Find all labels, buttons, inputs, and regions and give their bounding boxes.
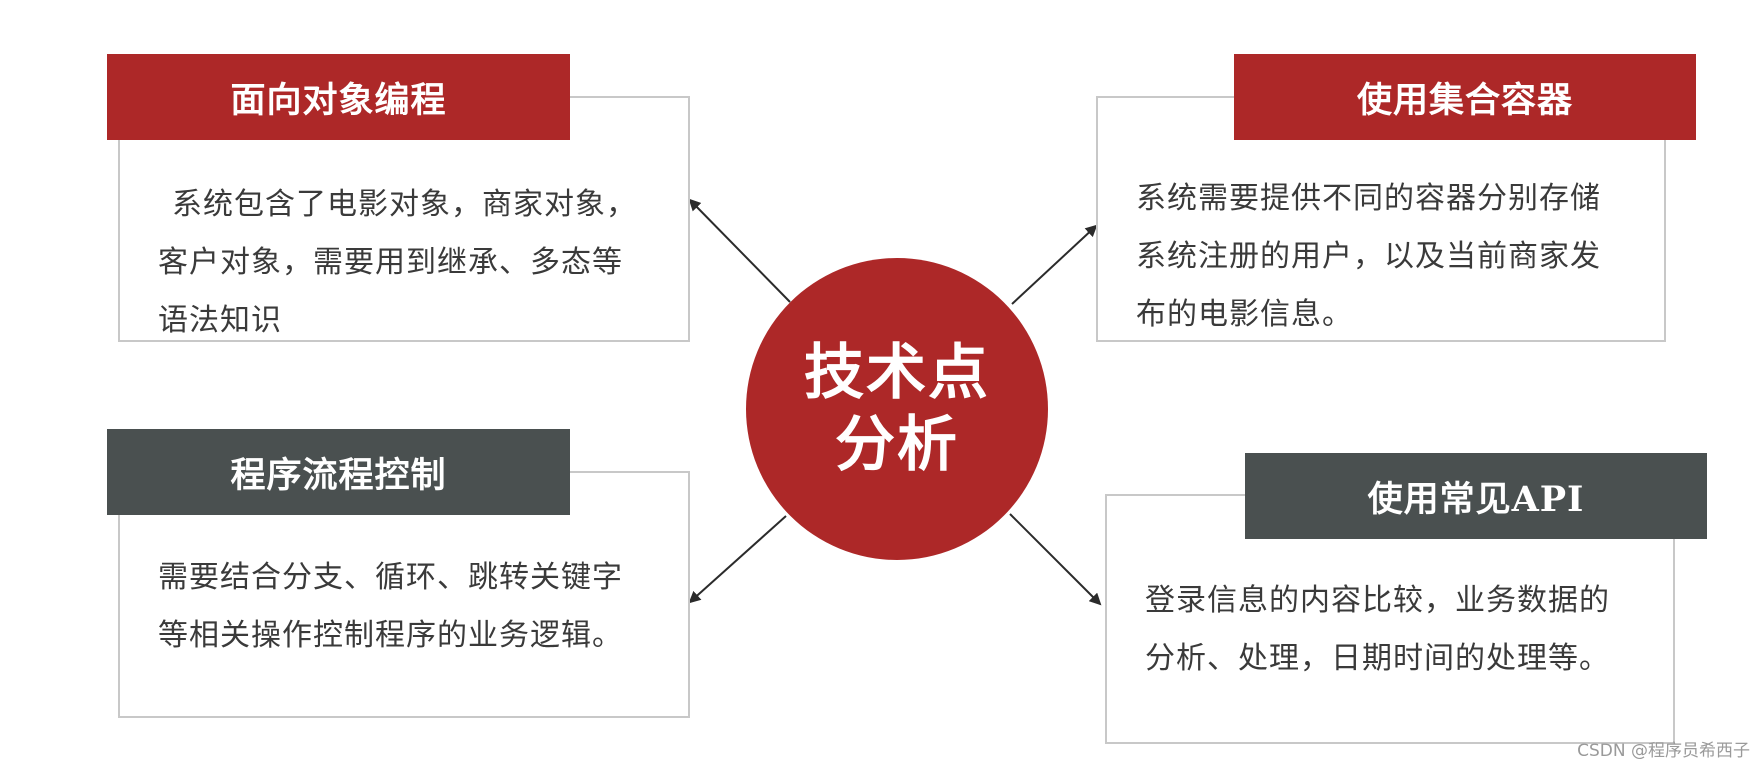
card-oop-line-1: 系统包含了电影对象，商家对象，	[172, 187, 637, 222]
card-api-line-2: 分析、处理，日期时间的处理等。	[1145, 641, 1610, 676]
card-collection-header: 使用集合容器	[1234, 54, 1696, 140]
arrow-to-api	[1009, 513, 1102, 606]
card-collection-line-2: 系统注册的用户，以及当前商家发	[1136, 239, 1601, 274]
card-flow-line-1: 需要结合分支、循环、跳转关键字	[158, 560, 623, 595]
card-oop-line-2: 客户对象，需要用到继承、多态等	[158, 245, 623, 280]
card-collection-line-1: 系统需要提供不同的容器分别存储	[1136, 181, 1601, 216]
center-circle: 技术点分析	[746, 258, 1048, 560]
card-collection-body: 系统需要提供不同的容器分别存储 系统注册的用户，以及当前商家发 布的电影信息。	[1136, 170, 1656, 344]
card-oop-line-3: 语法知识	[158, 303, 282, 338]
card-flow-body: 需要结合分支、循环、跳转关键字 等相关操作控制程序的业务逻辑。	[158, 549, 678, 665]
card-api-body: 登录信息的内容比较，业务数据的 分析、处理，日期时间的处理等。	[1145, 572, 1665, 688]
card-oop-header: 面向对象编程	[107, 54, 570, 140]
arrow-to-collection	[1011, 224, 1098, 305]
card-flow-header: 程序流程控制	[107, 429, 570, 515]
card-api-header: 使用常见API	[1245, 453, 1707, 539]
card-oop-body: 系统包含了电影对象，商家对象， 客户对象，需要用到继承、多态等 语法知识	[158, 176, 678, 350]
arrow-to-oop	[688, 198, 791, 303]
center-title: 技术点分析	[804, 338, 990, 480]
watermark: CSDN @程序员希西子	[1577, 741, 1750, 761]
arrow-to-flow	[688, 515, 787, 604]
card-flow-line-2: 等相关操作控制程序的业务逻辑。	[158, 618, 623, 653]
card-api-line-1: 登录信息的内容比较，业务数据的	[1145, 583, 1610, 618]
card-collection-line-3: 布的电影信息。	[1136, 297, 1353, 332]
